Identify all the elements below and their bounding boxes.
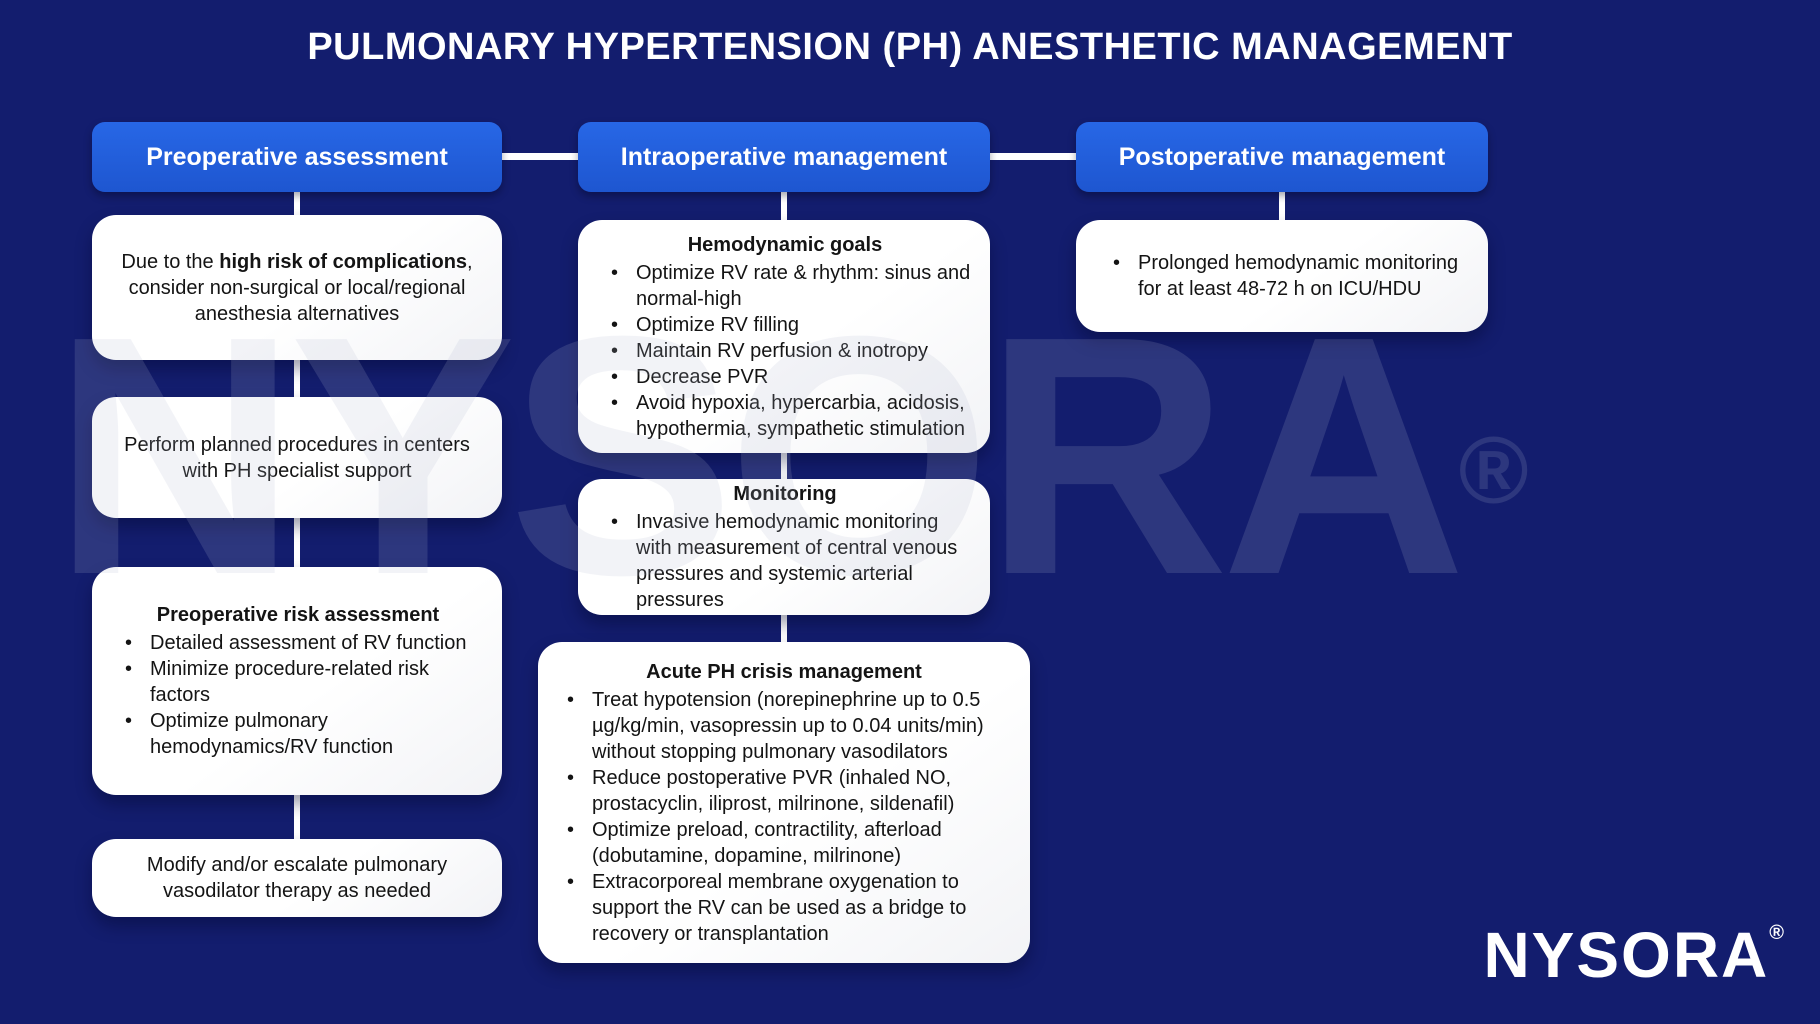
box-monitoring: Monitoring Invasive hemodynamic monitori… — [578, 479, 990, 615]
registered-trademark-icon: ® — [1458, 418, 1529, 524]
box-postoperative-monitoring: Prolonged hemodynamic monitoring for at … — [1076, 220, 1488, 332]
bullet-item: Invasive hemodynamic monitoring with mea… — [598, 509, 972, 613]
box-ph-specialist-centers: Perform planned procedures in centers wi… — [92, 397, 502, 518]
box-heading: Acute PH crisis management — [646, 660, 922, 683]
box-preoperative-risk-assessment: Preoperative risk assessment Detailed as… — [92, 567, 502, 795]
connector-line-vertical — [781, 453, 787, 479]
column-header-postoperative: Postoperative management — [1076, 122, 1488, 192]
page-title: PULMONARY HYPERTENSION (PH) ANESTHETIC M… — [307, 26, 1513, 68]
connector-line-vertical — [294, 518, 300, 567]
bullet-item: Maintain RV perfusion & inotropy — [598, 338, 972, 364]
bullet-item: Reduce postoperative PVR (inhaled NO, pr… — [554, 765, 1014, 817]
bullet-item: Extracorporeal membrane oxygenation to s… — [554, 869, 1014, 947]
column-header-preoperative: Preoperative assessment — [92, 122, 502, 192]
box-acute-ph-crisis-management: Acute PH crisis management Treat hypoten… — [538, 642, 1030, 963]
box-vasodilator-therapy-text: Modify and/or escalate pulmonary vasodil… — [146, 854, 448, 902]
connector-line-horizontal — [500, 153, 580, 160]
connector-line-vertical — [781, 615, 787, 642]
bullet-list: Detailed assessment of RV function Minim… — [112, 630, 484, 760]
connector-line-vertical — [781, 190, 787, 220]
bullet-list: Prolonged hemodynamic monitoring for at … — [1100, 250, 1470, 302]
bullet-item: Prolonged hemodynamic monitoring for at … — [1100, 250, 1470, 302]
box-vasodilator-therapy: Modify and/or escalate pulmonary vasodil… — [92, 839, 502, 917]
box-heading: Monitoring — [733, 483, 837, 505]
bullet-item: Detailed assessment of RV function — [112, 630, 484, 656]
bullet-list: Treat hypotension (norepinephrine up to … — [554, 687, 1014, 947]
bullet-item: Decrease PVR — [598, 364, 972, 390]
column-header-intraoperative: Intraoperative management — [578, 122, 990, 192]
box-hemodynamic-goals: Hemodynamic goals Optimize RV rate & rhy… — [578, 220, 990, 453]
bullet-item: Optimize RV rate & rhythm: sinus and nor… — [598, 260, 972, 312]
bullet-item: Avoid hypoxia, hypercarbia, acidosis, hy… — [598, 390, 972, 442]
box-heading: Hemodynamic goals — [687, 233, 883, 256]
box-anesthesia-alternatives-text: Due to the high risk of complications, c… — [121, 250, 473, 325]
connector-line-horizontal — [988, 153, 1078, 160]
registered-trademark-icon: ® — [1769, 922, 1784, 944]
bullet-item: Optimize preload, contractility, afterlo… — [554, 817, 1014, 869]
bullet-item: Treat hypotension (norepinephrine up to … — [554, 687, 1014, 765]
box-heading: Preoperative risk assessment — [156, 604, 440, 626]
bullet-item: Minimize procedure-related risk factors — [112, 656, 484, 708]
connector-line-vertical — [294, 795, 300, 839]
bullet-list: Optimize RV rate & rhythm: sinus and nor… — [598, 260, 972, 442]
connector-line-vertical — [294, 358, 300, 399]
bullet-item: Optimize RV filling — [598, 312, 972, 338]
box-ph-specialist-centers-text: Perform planned procedures in centers wi… — [124, 433, 470, 482]
connector-line-vertical — [294, 190, 300, 217]
bullet-item: Optimize pulmonary hemodynamics/RV funct… — [112, 708, 484, 760]
bullet-list: Invasive hemodynamic monitoring with mea… — [598, 509, 972, 613]
connector-line-vertical — [1279, 190, 1285, 220]
nysora-logo: NYSORA® — [1483, 919, 1784, 991]
box-anesthesia-alternatives: Due to the high risk of complications, c… — [92, 215, 502, 360]
